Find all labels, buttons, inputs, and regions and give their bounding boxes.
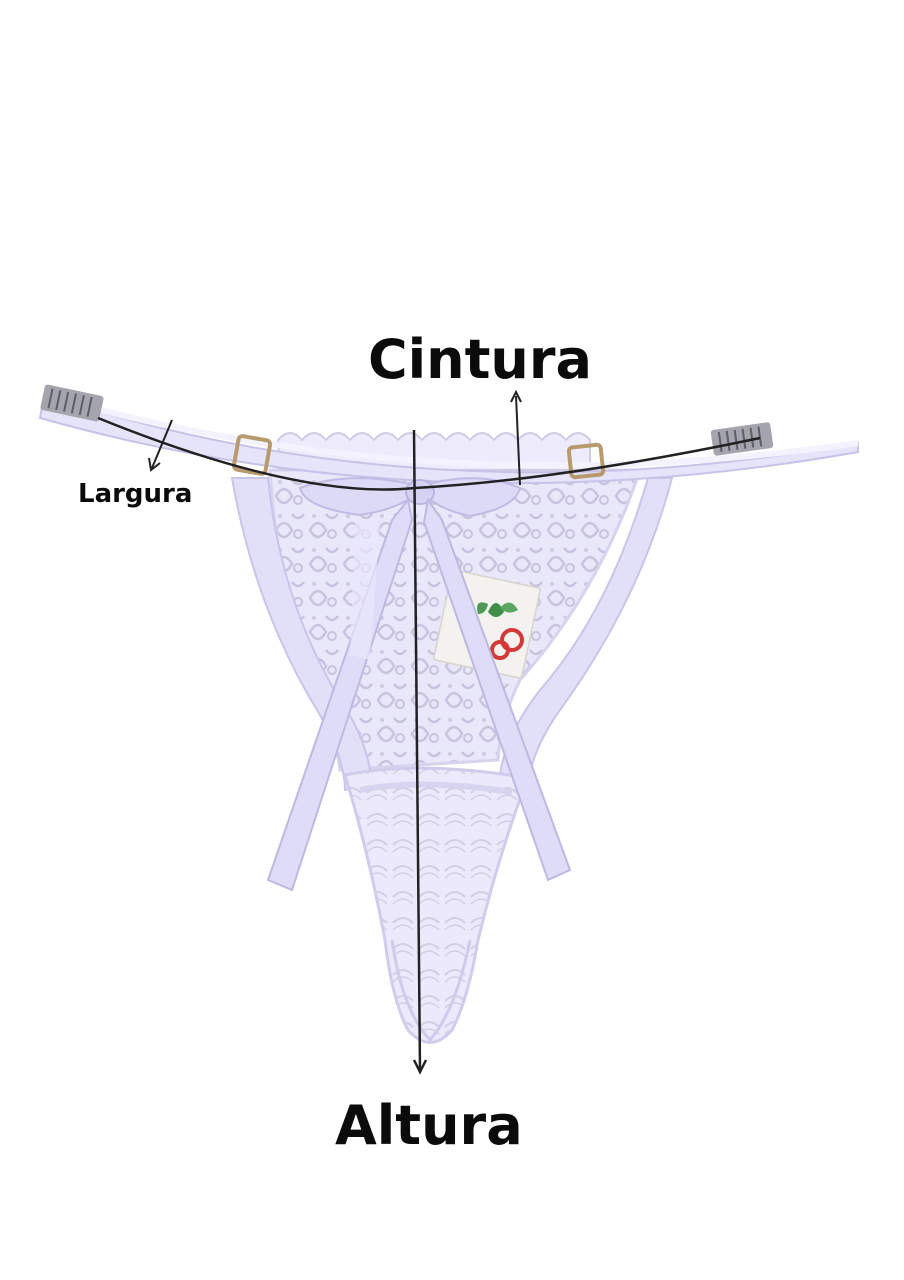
label-largura: Largura (78, 479, 193, 509)
width-arrow (148, 419, 173, 472)
label-cintura: Cintura (368, 328, 592, 391)
thong-panel (343, 766, 531, 1044)
adjuster-ring-icon (566, 442, 606, 480)
bow-icon (266, 477, 572, 892)
strap-hook-icon (40, 384, 104, 422)
waistband-strap (38, 392, 859, 485)
label-altura: Altura (335, 1094, 523, 1157)
adjuster-ring-icon (231, 434, 273, 476)
waist-arrow (510, 389, 522, 486)
strap-hook-icon (710, 422, 774, 456)
height-arrow (412, 429, 428, 1075)
lace-scallop-edge (276, 432, 591, 471)
